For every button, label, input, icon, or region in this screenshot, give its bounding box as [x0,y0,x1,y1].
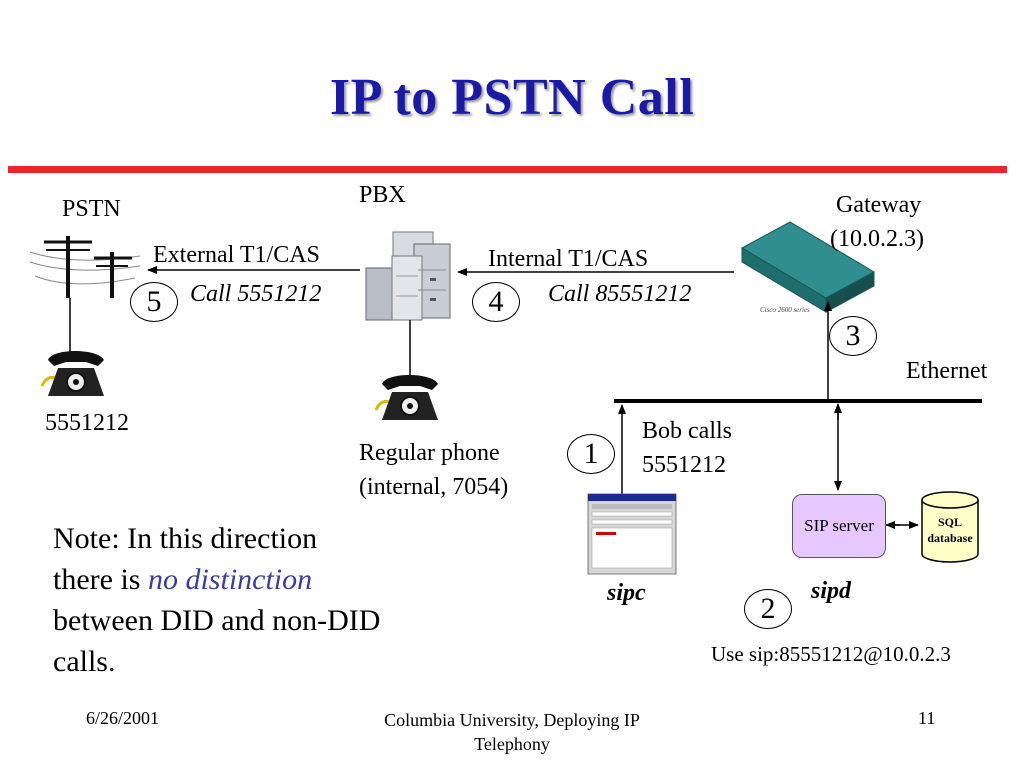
sipc-label: sipc [607,580,646,606]
footer-center-line2: Telephony [474,734,550,754]
gateway-model-label: Cisco 2600 series [760,306,810,314]
external-t1-label: External T1/CAS [153,242,320,268]
bob-calls-label: Bob calls [642,418,732,444]
gateway-label: Gateway [836,192,922,218]
pbx-label: PBX [359,182,406,208]
regular-phone-label: Regular phone [359,440,500,466]
sipd-label: sipd [811,578,852,604]
step-4-badge: 4 [472,282,520,322]
regular-phone-ext-label: (internal, 7054) [359,474,509,500]
note-emphasis: no distinction [147,563,313,596]
pstn-label: PSTN [62,196,121,222]
telephone-icon [374,375,438,420]
bob-calls-number-label: 5551212 [642,452,726,478]
sip-server-box: SIP server [792,494,886,558]
internal-t1-label: Internal T1/CAS [488,246,649,272]
step-3-badge: 3 [829,316,877,356]
telephone-icon [40,351,104,396]
footer-center: Columbia University, Deploying IP Teleph… [352,708,672,756]
step-2-badge: 2 [744,589,792,629]
note-after: between DID and non-DID calls. [53,604,381,678]
title-rule [8,166,1007,173]
note-text: Note: In this direction there is no dist… [53,518,383,682]
step-1-badge: 1 [567,434,615,474]
phone-number-label: 5551212 [45,410,129,436]
gateway-ip-label: (10.0.2.3) [830,226,924,252]
database-label: database [927,531,973,545]
sql-label: SQL [937,515,962,529]
sipc-window-icon [587,493,677,575]
footer-page-number: 11 [918,708,936,728]
page-title: IP to PSTN Call [329,69,695,126]
sql-database-icon [921,491,979,563]
utility-pole-icon [29,236,141,298]
sql-database-label: SQL database [922,514,978,546]
pbx-server-icon [365,231,451,321]
ethernet-label: Ethernet [906,358,988,384]
footer-date: 6/26/2001 [86,708,160,728]
use-sip-label: Use sip:85551212@10.0.2.3 [711,642,951,666]
footer-center-line1: Columbia University, Deploying IP [384,710,640,730]
call-pstn-label: Call 5551212 [190,281,322,307]
call-pbx-label: Call 85551212 [548,281,692,307]
note-before: Note: In this direction there is [53,522,318,596]
step-5-badge: 5 [130,282,178,322]
